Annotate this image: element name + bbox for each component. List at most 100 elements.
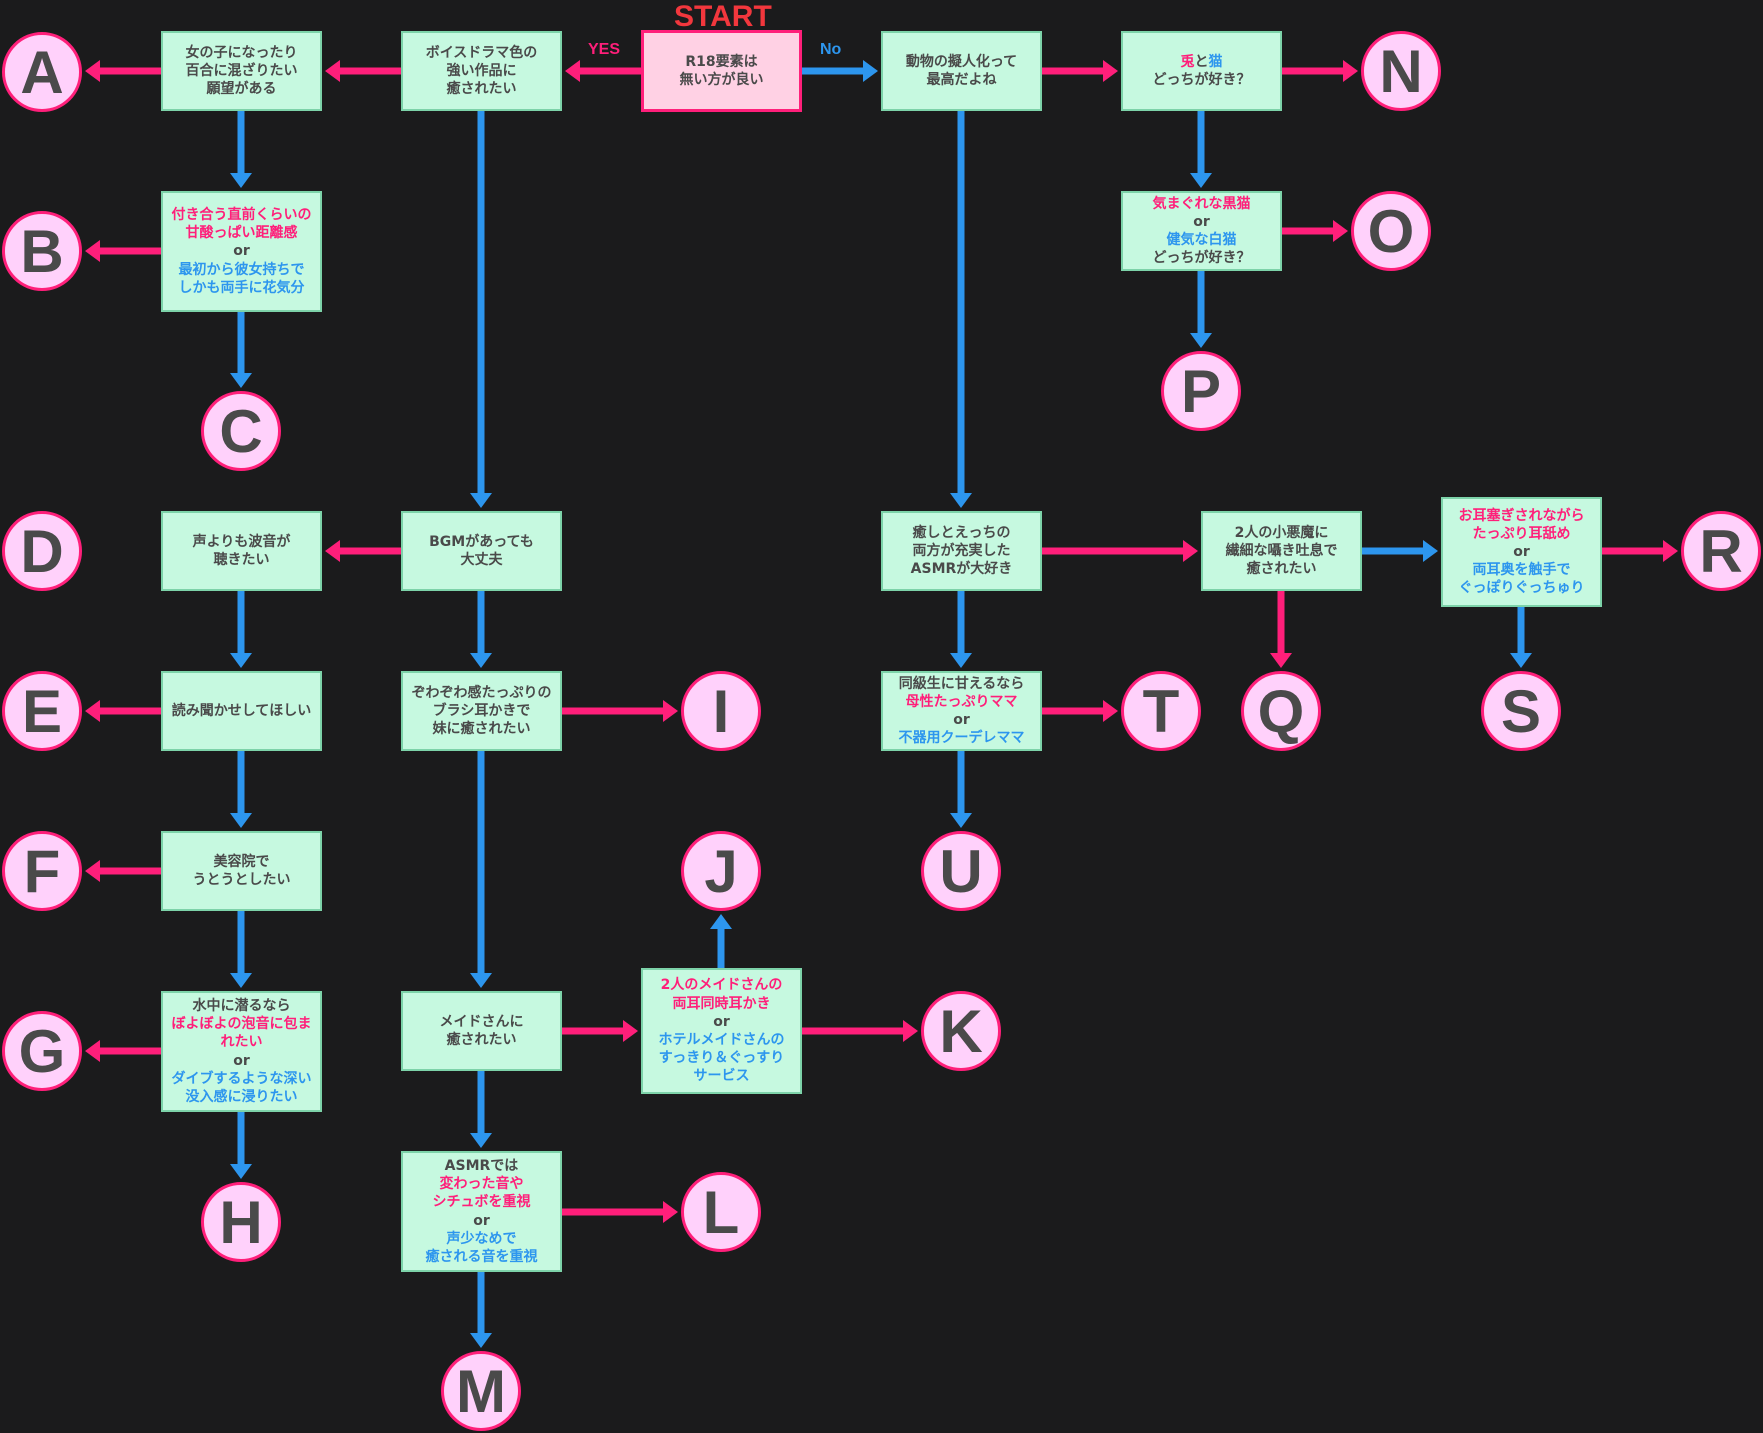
node-text-line: 最初から彼女持ちで [179,261,305,279]
arrowhead-icon [950,493,972,508]
node-text-line: 無い方が良い [680,71,764,89]
node-text-line: 繊細な囁き吐息で [1226,542,1338,560]
node-text-segment: or [1193,213,1210,230]
node-text-segment: 癒される音を重視 [425,1248,538,1265]
node-text-segment: 最初から彼女持ちで [178,261,305,278]
result-i: I [681,671,761,751]
node-salon: 美容院でうとうとしたい [161,831,322,911]
node-text-line: どっちが好き？ [1153,249,1251,267]
node-text-segment: たっぷり耳舐め [1472,525,1571,542]
node-text-line: すっきり＆ぐっすり [659,1049,784,1067]
node-text-segment: 変わった音や [439,1176,524,1193]
node-text-line: 両耳奥を触手で [1473,561,1571,579]
result-l: L [681,1172,761,1252]
node-text-segment: 聴きたい [213,552,270,568]
node-text-segment: or [473,1212,490,1229]
node-text-segment: ホテルメイドさんの [658,1032,785,1048]
node-text-segment: 女の子になったり [185,44,298,61]
node-text-line: 癒される音を重視 [426,1248,538,1266]
node-text-line: 美容院で [214,853,270,871]
node-text-segment: うとうとしたい [192,872,291,888]
node-text-line: 甘酸っぱい距離感 [186,224,298,242]
result-e: E [2,671,82,751]
node-text-line: 読み聞かせしてほしい [172,702,312,720]
node-text-line: 願望がある [207,80,277,98]
node-text-line: 大丈夫 [461,551,503,569]
node-text-segment: ダイブするような深い [171,1070,312,1087]
arrowhead-icon [950,653,972,668]
result-d: D [2,511,82,591]
node-text-line: 母性たっぷりママ [906,693,1018,711]
node-text-line: ホテルメイドさんの [659,1031,785,1049]
node-text-line: メイドさんに [440,1013,524,1031]
result-t: T [1121,671,1201,751]
arrowhead-icon [1103,700,1118,722]
node-text-segment: 声少なめで [446,1230,517,1247]
node-text-line: しかも両手に花気分 [179,279,305,297]
node-text-line: 両方が充実した [913,542,1011,560]
node-text-line: R18要素は [685,53,757,71]
node-text-line: 強い作品に [447,62,517,80]
node-text-line: 最高だよね [927,71,997,89]
arrowhead-icon [230,813,252,828]
node-text-line: ぼよぼよの泡音に包ま [172,1015,312,1033]
node-text-segment: 強い作品に [446,62,517,79]
node-maid: メイドさんに癒されたい [401,991,562,1071]
arrowhead-icon [1190,173,1212,188]
node-text-segment: 大丈夫 [460,552,503,568]
node-text-line: 声よりも波音が [193,533,291,551]
node-text-segment: 癒されたい [446,1032,517,1048]
node-text-segment: 声よりも波音が [192,533,291,550]
node-text-line: どっちが好き？ [1153,71,1251,89]
node-text-segment: 気まぐれな黒猫 [1152,195,1251,212]
arrowhead-icon [950,813,972,828]
arrowhead-icon [1103,60,1118,82]
result-s: S [1481,671,1561,751]
node-text-segment: or [713,1013,730,1030]
result-g: G [2,1011,82,1091]
node-text-line: 2人の小悪魔に [1235,524,1329,542]
result-m: M [441,1351,521,1431]
node-text-segment: 美容院で [213,853,270,870]
node-text-segment: 甘酸っぱい距離感 [185,225,298,242]
node-text-line: ぞわぞわ感たっぷりの [412,684,552,702]
node-text-segment: どっちが好き？ [1152,250,1251,267]
node-text-segment: シチュボを重視 [432,1194,531,1211]
node-text-line: 癒しとえっちの [913,524,1011,542]
node-text-segment: 健気な白猫 [1166,232,1237,248]
arrowhead-icon [565,60,580,82]
node-text-segment: 癒されたい [446,81,517,98]
node-text-line: ボイスドラマ色の [426,44,538,62]
node-text-segment: ASMRでは [444,1157,519,1174]
node-text-line: 兎と猫 [1181,53,1223,71]
result-q: Q [1241,671,1321,751]
result-j: J [681,831,761,911]
node-text-line: 水中に潜るなら [193,997,291,1015]
node-text-segment: サービス [693,1068,750,1085]
arrowhead-icon [325,60,340,82]
node-text-line: or [1513,543,1530,561]
arrowhead-icon [85,1040,100,1062]
node-text-line: 2人のメイドさんの [661,976,783,994]
node-text-line: 変わった音や [440,1175,524,1193]
arrowhead-icon [663,1201,678,1223]
result-k: K [921,991,1001,1071]
result-c: C [201,391,281,471]
result-h: H [201,1182,281,1262]
node-text-line: ぐっぽりぐっちゅり [1459,579,1585,597]
start-title: START [674,0,772,33]
arrowhead-icon [230,173,252,188]
node-text-segment: 付き合う直前くらいの [171,207,312,224]
node-text-line: 付き合う直前くらいの [172,206,312,224]
node-text-line: ASMRが大好き [911,560,1013,578]
node-text-line: 女の子になったり [186,44,298,62]
arrowhead-icon [1183,540,1198,562]
result-b: B [2,211,82,291]
node-text-line: うとうとしたい [193,871,291,889]
node-text-line: 声少なめで [447,1230,517,1248]
